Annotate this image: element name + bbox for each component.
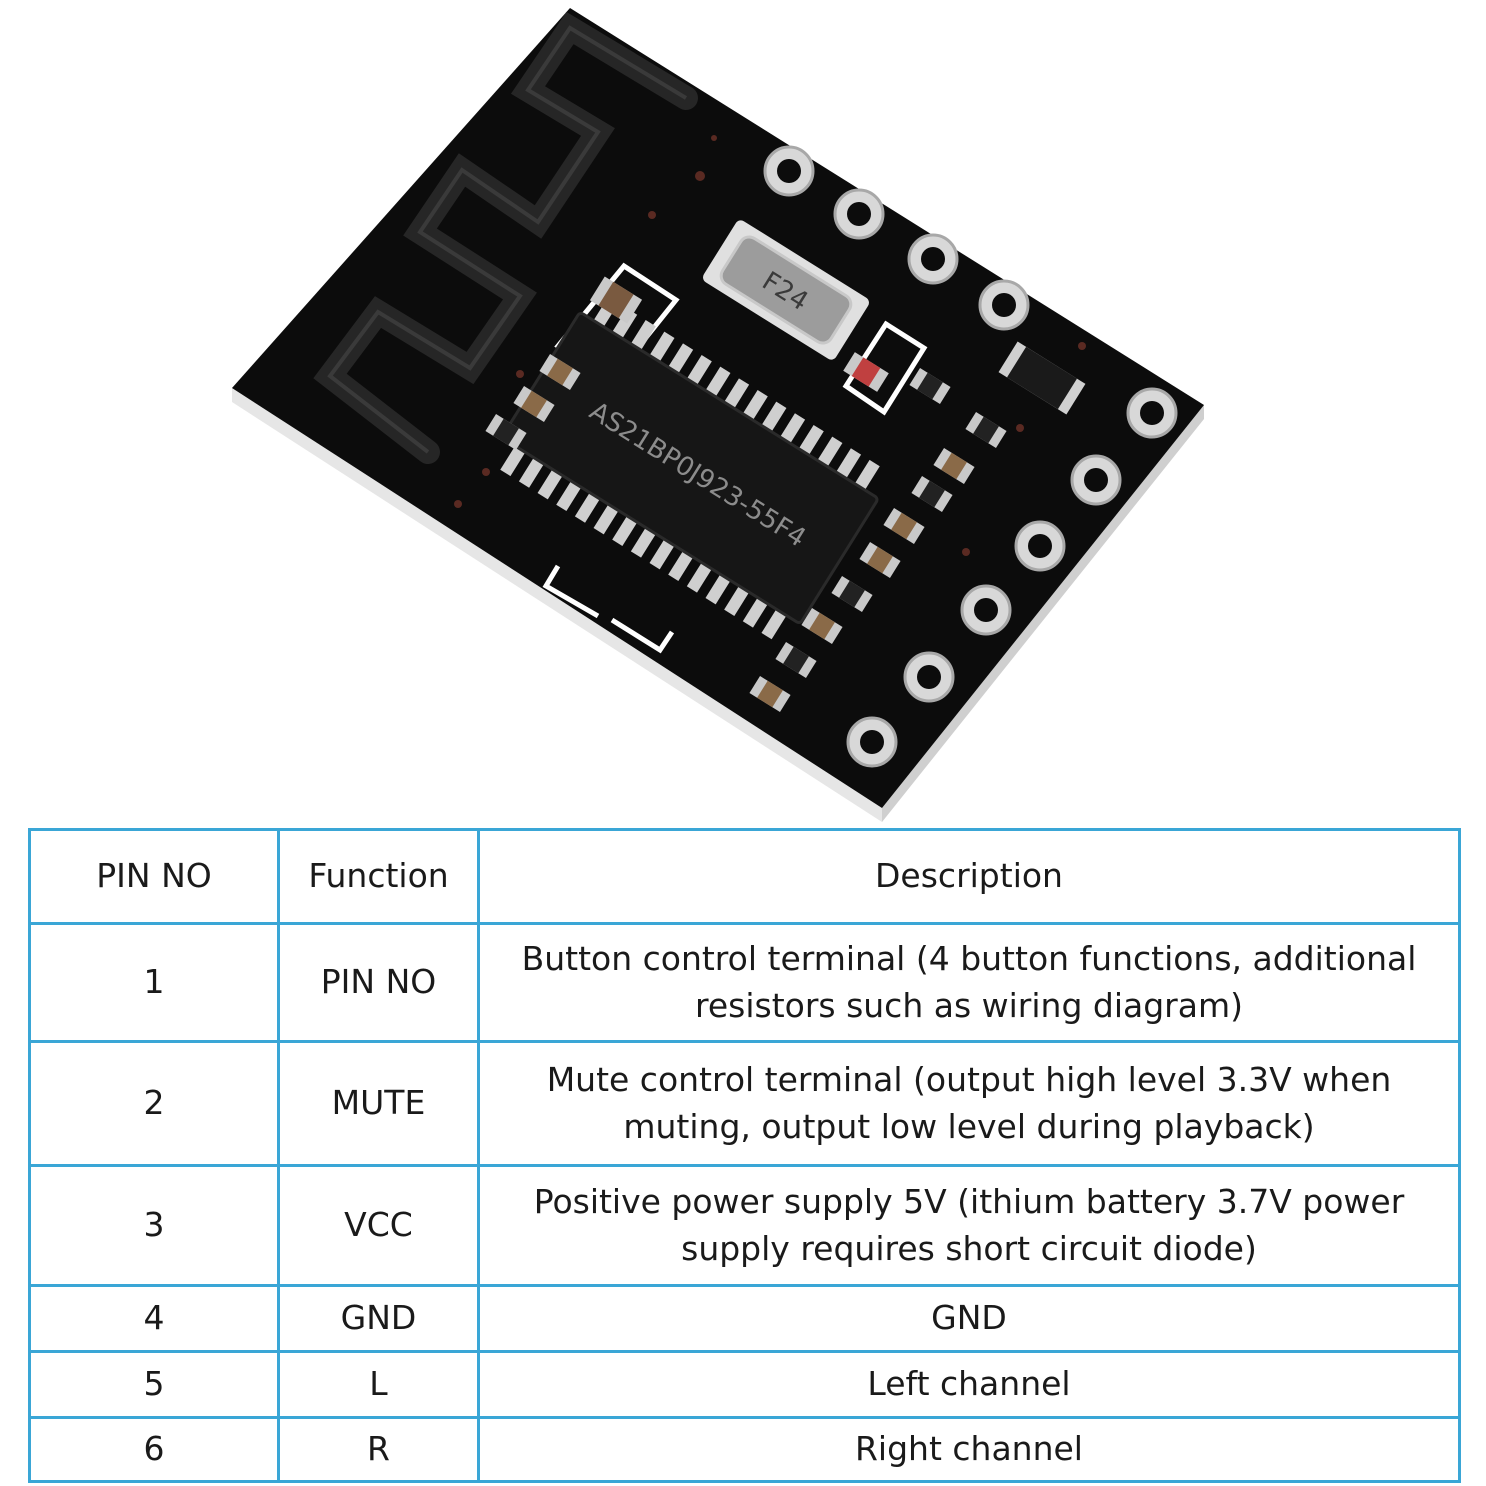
cell-function: GND <box>277 1284 480 1353</box>
vias <box>454 135 1086 556</box>
table-row: 3 VCC Positive power supply 5V (ithium b… <box>28 1164 1461 1287</box>
bluetooth-module-photo: F24 <box>232 8 1204 822</box>
antenna-trace-highlight <box>327 25 688 454</box>
cell-pin: 3 <box>28 1164 280 1287</box>
board-drawing: F24 <box>232 8 1204 822</box>
pinout-table: PIN NO Function Description 1 PIN NO But… <box>28 828 1461 1483</box>
top-header-pins <box>763 145 1030 331</box>
cell-description: Left channel <box>477 1350 1461 1419</box>
cell-description: Button control terminal (4 button functi… <box>477 922 1461 1043</box>
table-row: 4 GND GND <box>28 1284 1461 1353</box>
cell-pin: 2 <box>28 1040 280 1167</box>
cell-function: MUTE <box>277 1040 480 1167</box>
cell-function: VCC <box>277 1164 480 1287</box>
cell-function: R <box>277 1416 480 1483</box>
header-function: Function <box>277 828 480 925</box>
cell-function: L <box>277 1350 480 1419</box>
table-row: 2 MUTE Mute control terminal (output hig… <box>28 1040 1461 1167</box>
crystal-oscillator: F24 <box>703 220 869 360</box>
pcb-edge <box>232 388 882 822</box>
table-header-row: PIN NO Function Description <box>28 828 1461 925</box>
cell-description: Positive power supply 5V (ithium battery… <box>477 1164 1461 1287</box>
cell-pin: 5 <box>28 1350 280 1419</box>
main-ic: AS21BP0J923-55F4 <box>500 296 880 640</box>
cell-function: PIN NO <box>277 922 480 1043</box>
smd-components <box>485 276 1086 713</box>
cell-description: Right channel <box>477 1416 1461 1483</box>
table-row: 5 L Left channel <box>28 1350 1461 1419</box>
cell-pin: 1 <box>28 922 280 1043</box>
cell-pin: 6 <box>28 1416 280 1483</box>
side-header-pins <box>846 387 1178 768</box>
cell-pin: 4 <box>28 1284 280 1353</box>
table-row: 1 PIN NO Button control terminal (4 butt… <box>28 922 1461 1043</box>
pcb-edge-right <box>882 405 1204 822</box>
table-row: 6 R Right channel <box>28 1416 1461 1483</box>
cell-description: Mute control terminal (output high level… <box>477 1040 1461 1167</box>
pinout-table-container: PIN NO Function Description 1 PIN NO But… <box>28 828 1461 1483</box>
cell-description: GND <box>477 1284 1461 1353</box>
header-pin-no: PIN NO <box>28 828 280 925</box>
header-description: Description <box>477 828 1461 925</box>
